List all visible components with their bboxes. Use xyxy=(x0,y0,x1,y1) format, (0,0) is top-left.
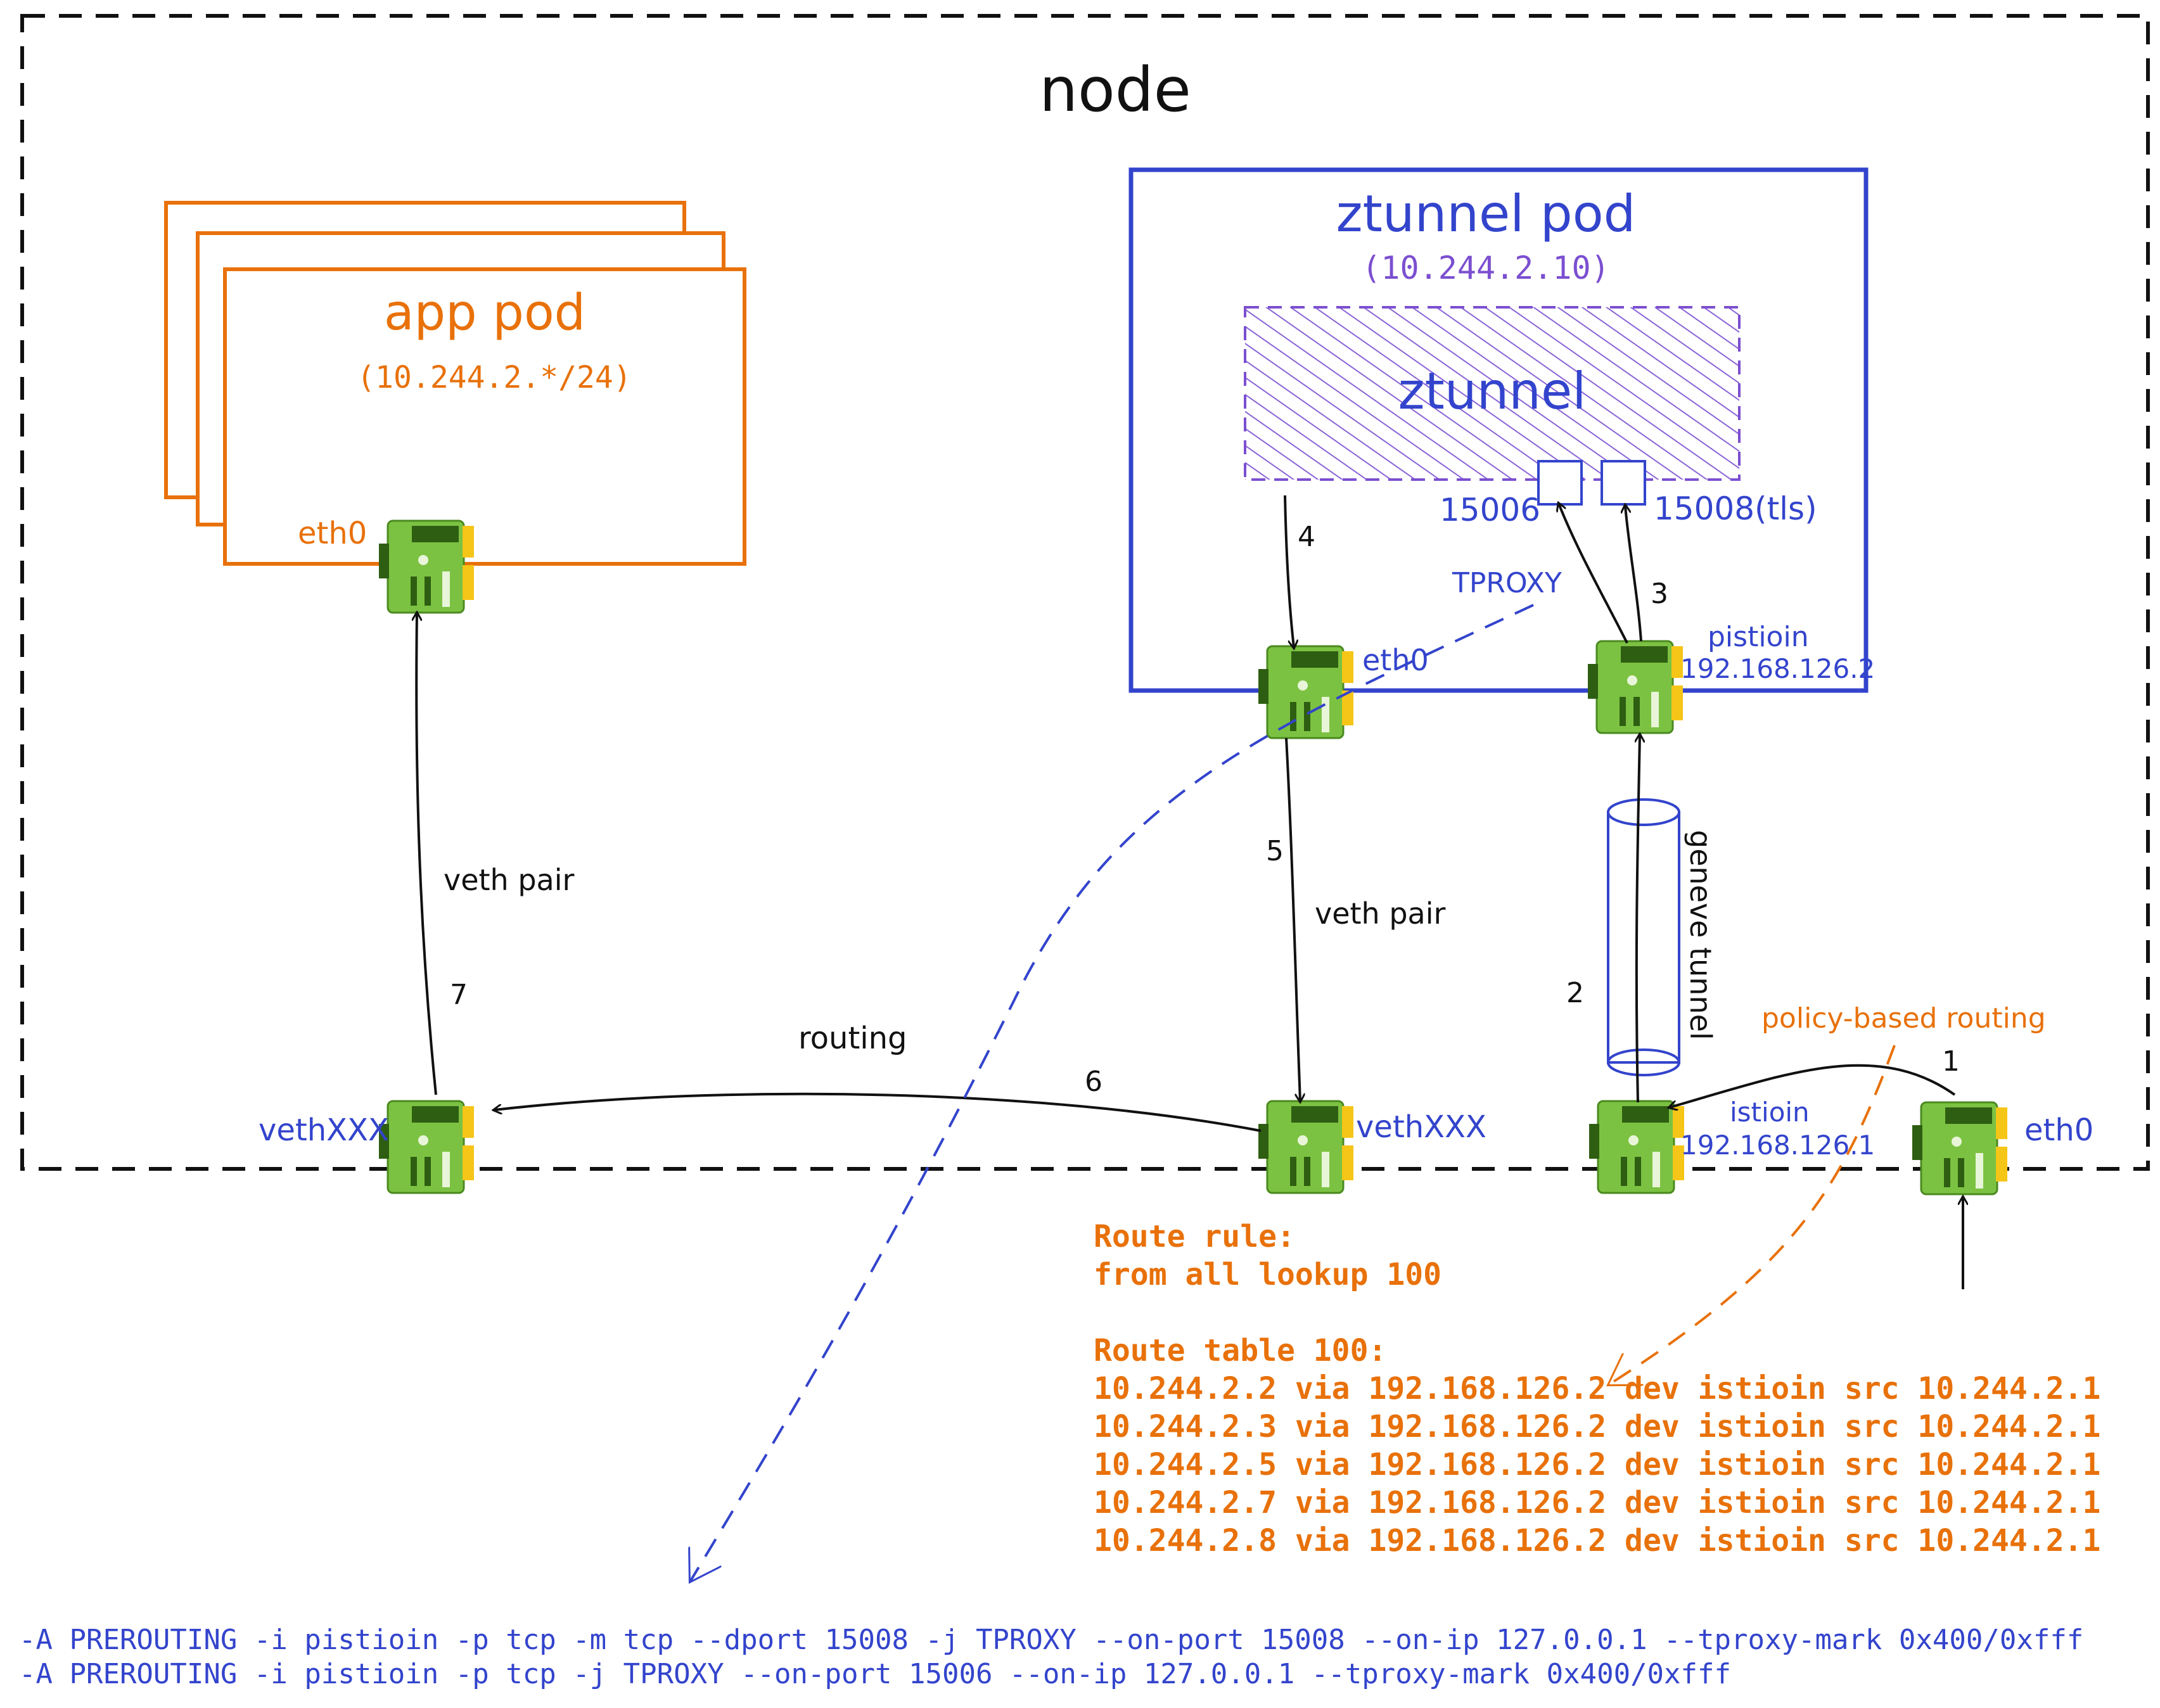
node-eth0-label: eth0 xyxy=(2024,1112,2093,1148)
ztunnel-pod-title: ztunnel pod xyxy=(1336,184,1636,243)
route-entry: 10.244.2.5 via 192.168.126.2 dev istioin… xyxy=(1094,1447,2100,1482)
geneve-label: geneve tunnel xyxy=(1684,830,1718,1040)
step-6: 6 xyxy=(1085,1066,1102,1098)
ztunnel-eth0-nic xyxy=(1257,645,1355,739)
step-1-arrow xyxy=(1670,1064,1956,1107)
route-rule-title: Route rule: xyxy=(1094,1219,1295,1254)
iptables-rules: -A PREROUTING -i pistioin -p tcp -m tcp … xyxy=(19,1624,2083,1690)
pistioin-nic xyxy=(1587,640,1684,734)
pistioin-ip: 192.168.126.2 xyxy=(1680,653,1875,684)
routing-label: routing xyxy=(798,1021,907,1056)
veth-right-nic xyxy=(1257,1100,1355,1194)
app-pod-title: app pod xyxy=(384,284,585,341)
step-7-arrow xyxy=(416,613,437,1095)
step-3-arrow-a xyxy=(1559,504,1628,644)
step-3: 3 xyxy=(1651,578,1668,610)
route-entry: 10.244.2.7 via 192.168.126.2 dev istioin… xyxy=(1094,1485,2100,1520)
app-pod: app pod (10.244.2.*/24) eth0 xyxy=(164,201,746,566)
istioin-ip: 192.168.126.1 xyxy=(1680,1130,1875,1161)
veth-right-label: vethXXX xyxy=(1356,1109,1486,1145)
istioin-nic xyxy=(1588,1100,1685,1194)
step-7: 7 xyxy=(450,979,468,1011)
step-3-arrow-b xyxy=(1625,506,1642,642)
route-config: Route rule: from all lookup 100 Route ta… xyxy=(1094,1219,2100,1558)
step-6-arrow xyxy=(494,1092,1262,1132)
pistioin-name: pistioin xyxy=(1708,621,1809,653)
step-2-arrow xyxy=(1637,735,1640,1103)
veth-pair-label-right: veth pair xyxy=(1315,896,1446,931)
step-2: 2 xyxy=(1566,977,1584,1009)
iptables-rule: -A PREROUTING -i pistioin -p tcp -j TPRO… xyxy=(19,1658,1731,1690)
geneve-tunnel xyxy=(1607,798,1680,1076)
ztunnel-process-label: ztunnel xyxy=(1398,362,1587,421)
iptables-rule: -A PREROUTING -i pistioin -p tcp -m tcp … xyxy=(19,1624,2083,1656)
step-4: 4 xyxy=(1298,521,1315,553)
veth-pair-label-left: veth pair xyxy=(444,863,575,897)
step-5: 5 xyxy=(1266,835,1284,867)
tproxy-dashed-arrow xyxy=(691,604,1534,1581)
route-entry: 10.244.2.2 via 192.168.126.2 dev istioin… xyxy=(1094,1371,2100,1406)
port-15006-label: 15006 xyxy=(1440,492,1540,528)
ztunnel-process xyxy=(1244,306,1741,481)
tproxy-label: TPROXY xyxy=(1452,567,1562,599)
app-pod-cidr: (10.244.2.*/24) xyxy=(357,360,631,395)
pbr-label: policy-based routing xyxy=(1761,1002,2046,1035)
node-label: node xyxy=(1039,54,1191,125)
route-entry: 10.244.2.3 via 192.168.126.2 dev istioin… xyxy=(1094,1409,2100,1444)
node-eth0-nic xyxy=(1911,1101,2009,1195)
istioin-name: istioin xyxy=(1730,1097,1810,1128)
route-table-title: Route table 100: xyxy=(1094,1333,1386,1368)
ztunnel-pod: ztunnel pod (10.244.2.10) ztunnel 15006 … xyxy=(1128,167,1875,693)
port-15006-box xyxy=(1537,460,1583,506)
veth-left-label: vethXXX xyxy=(259,1112,389,1148)
step-4-arrow xyxy=(1284,495,1294,647)
pbr-dashed-arrow xyxy=(1609,1045,1896,1384)
app-pod-eth0-label: eth0 xyxy=(298,516,367,551)
route-rule: from all lookup 100 xyxy=(1094,1257,1441,1292)
node-boundary xyxy=(20,14,2150,1171)
step-1: 1 xyxy=(1942,1045,1960,1078)
ztunnel-eth0-label: eth0 xyxy=(1362,643,1429,677)
port-15008-box xyxy=(1601,460,1646,506)
ztunnel-pod-ip: (10.244.2.10) xyxy=(1362,250,1609,286)
route-entry: 10.244.2.8 via 192.168.126.2 dev istioin… xyxy=(1094,1523,2100,1558)
veth-left-nic xyxy=(378,1100,475,1194)
port-15008-label: 15008(tls) xyxy=(1654,490,1817,527)
step-5-arrow xyxy=(1285,737,1300,1101)
app-pod-eth0-nic xyxy=(378,519,475,614)
